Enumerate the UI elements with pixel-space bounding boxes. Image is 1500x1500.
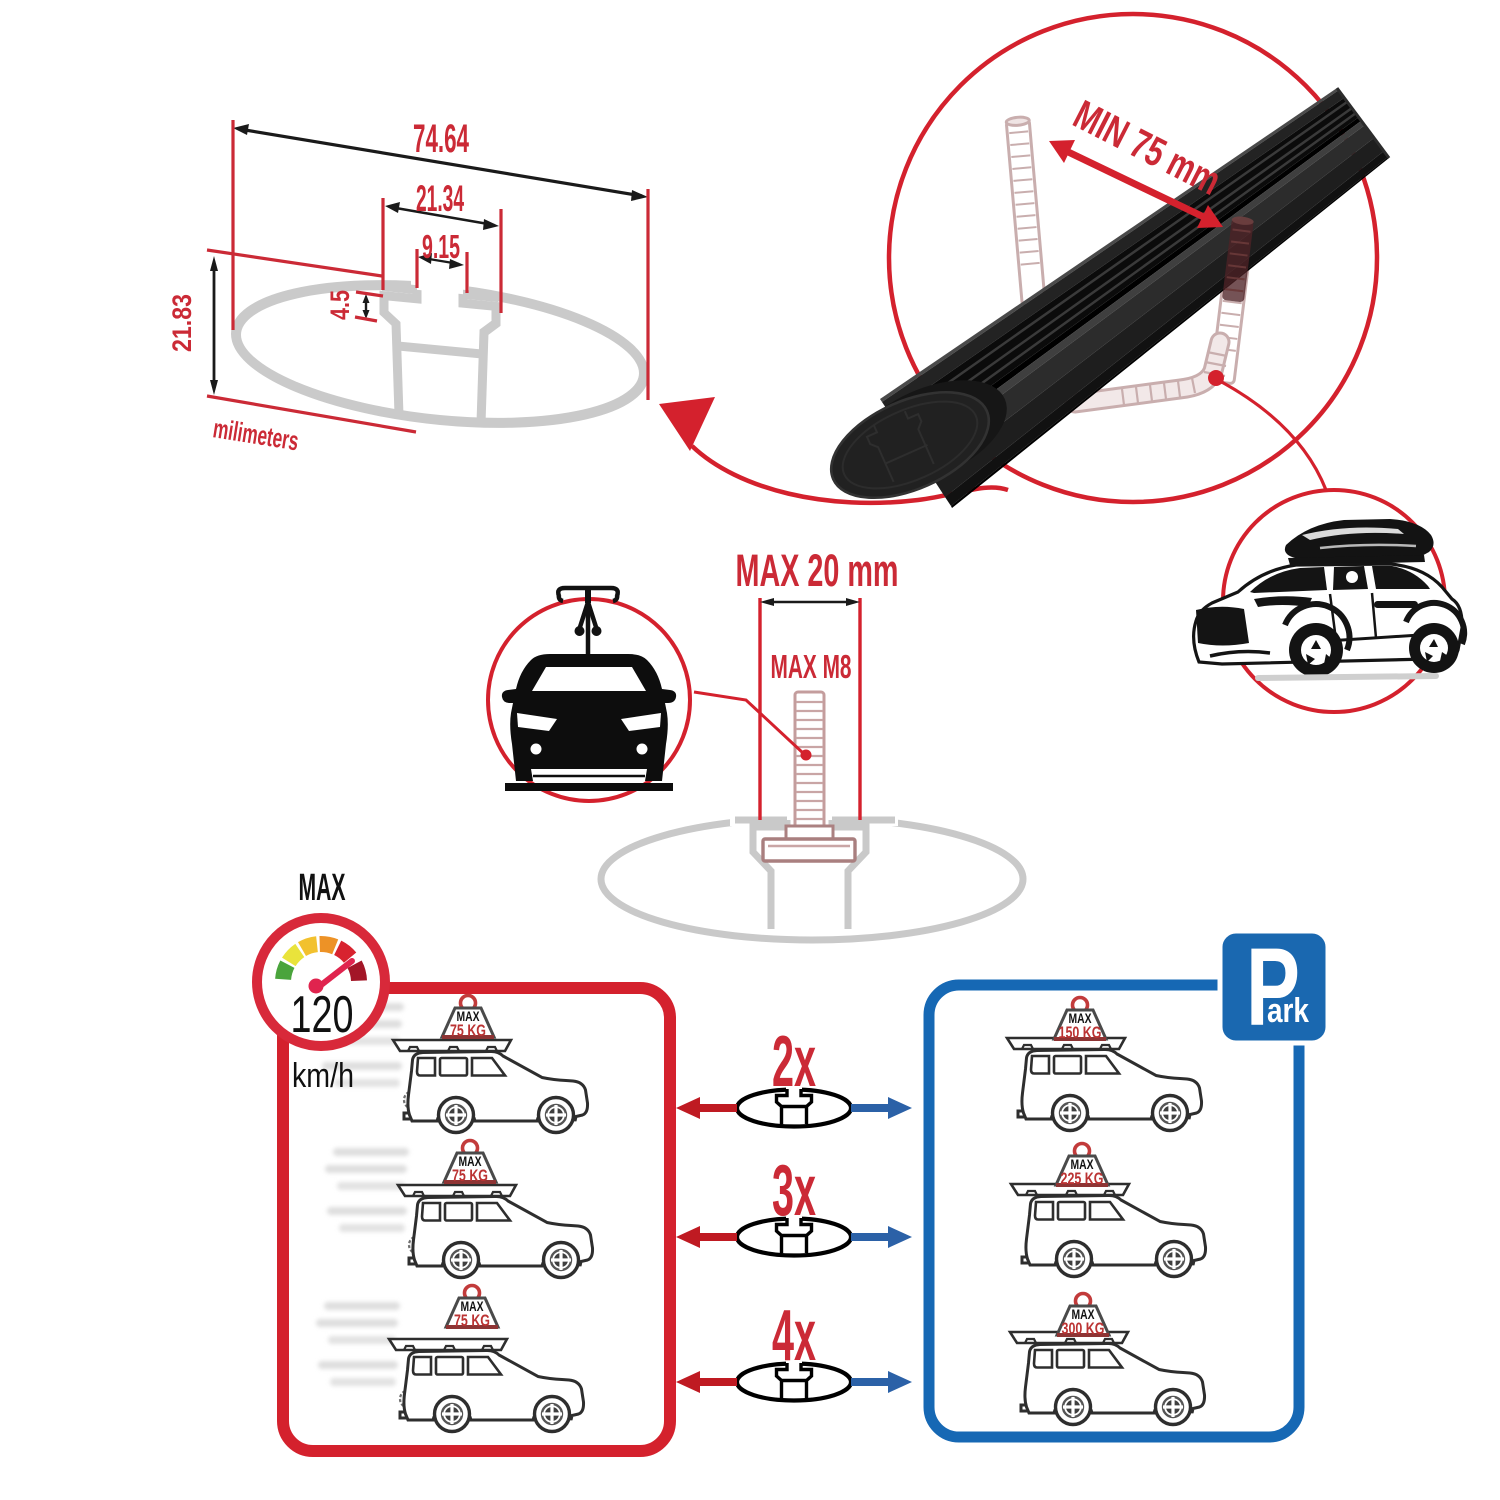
svg-text:MAX: MAX	[457, 1009, 480, 1024]
svg-text:150 KG: 150 KG	[1059, 1024, 1102, 1042]
svg-text:MAX: MAX	[1069, 1011, 1092, 1026]
svg-text:21.34: 21.34	[416, 178, 464, 219]
svg-text:MAX: MAX	[1071, 1157, 1094, 1172]
svg-text:MAX: MAX	[299, 867, 346, 909]
svg-text:MAX: MAX	[461, 1299, 484, 1314]
svg-text:75 KG: 75 KG	[454, 1312, 490, 1330]
svg-text:9.15: 9.15	[422, 228, 460, 265]
svg-text:74.64: 74.64	[413, 117, 469, 161]
svg-text:75 KG: 75 KG	[450, 1022, 486, 1040]
svg-text:4x: 4x	[772, 1296, 816, 1376]
svg-text:3x: 3x	[772, 1151, 816, 1231]
svg-text:km/h: km/h	[292, 1057, 354, 1095]
svg-text:MAX: MAX	[459, 1154, 482, 1169]
svg-text:225 KG: 225 KG	[1061, 1170, 1104, 1188]
svg-text:MAX M8: MAX M8	[771, 648, 852, 685]
svg-text:4.5: 4.5	[325, 290, 355, 320]
svg-text:ark: ark	[1267, 992, 1309, 1030]
svg-text:2x: 2x	[772, 1022, 816, 1102]
svg-text:MAX 20 mm: MAX 20 mm	[736, 545, 899, 596]
svg-text:P: P	[1246, 926, 1300, 1049]
svg-text:21.83: 21.83	[167, 294, 197, 352]
svg-text:120: 120	[291, 986, 354, 1044]
svg-text:300 KG: 300 KG	[1062, 1320, 1105, 1338]
svg-text:MAX: MAX	[1072, 1307, 1095, 1322]
svg-text:75 KG: 75 KG	[452, 1167, 488, 1185]
